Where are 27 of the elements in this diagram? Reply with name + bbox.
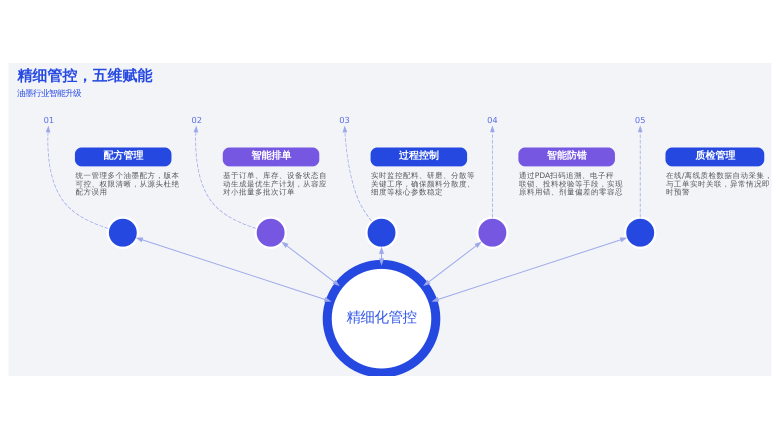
node-text: 05: [634, 114, 646, 125]
label: 油墨行业智能升级: [16, 88, 81, 98]
arrow: [46, 125, 108, 228]
node-label: 实时监控配料、研磨、分散等关键工序，确保颜料分散度、细度等核心参数稳定: [370, 170, 475, 196]
node-text: 02: [191, 114, 202, 125]
arrow: [378, 246, 384, 266]
node-label: 通过PDA扫码追溯、电子秤联锁、投料校验等手段，实现原料用错、剂量偏差的零容忍: [518, 170, 623, 196]
arrow: [193, 125, 256, 228]
node-circle: [624, 216, 656, 248]
arrow: [281, 241, 340, 286]
arrow: [638, 124, 643, 218]
arrow: [423, 241, 482, 286]
node-text: 01: [44, 114, 54, 125]
diagram-title: 精细管控，五维赋能: [18, 66, 153, 84]
node-label: 统一管理多个油墨配方，版本可控、权限清晰，从源头杜绝配方误用: [75, 170, 180, 196]
arrow: [342, 125, 372, 221]
node-label: 基于订单、库存、设备状态自动生成最优生产计划，从容应对小批量多批次订单: [223, 170, 328, 196]
arrow: [490, 124, 495, 218]
arrow: [432, 236, 628, 302]
node-text: 03: [339, 114, 350, 125]
node-circle: [476, 216, 509, 248]
node-label: 在线/离线质检数据自动采集，与工单实时关联，异常情况即时预警: [666, 170, 772, 196]
node-circle: [106, 216, 140, 248]
node-text: 04: [487, 114, 498, 125]
node-circle: [254, 216, 287, 248]
node-circle: [365, 216, 398, 248]
arrow: [136, 236, 332, 302]
